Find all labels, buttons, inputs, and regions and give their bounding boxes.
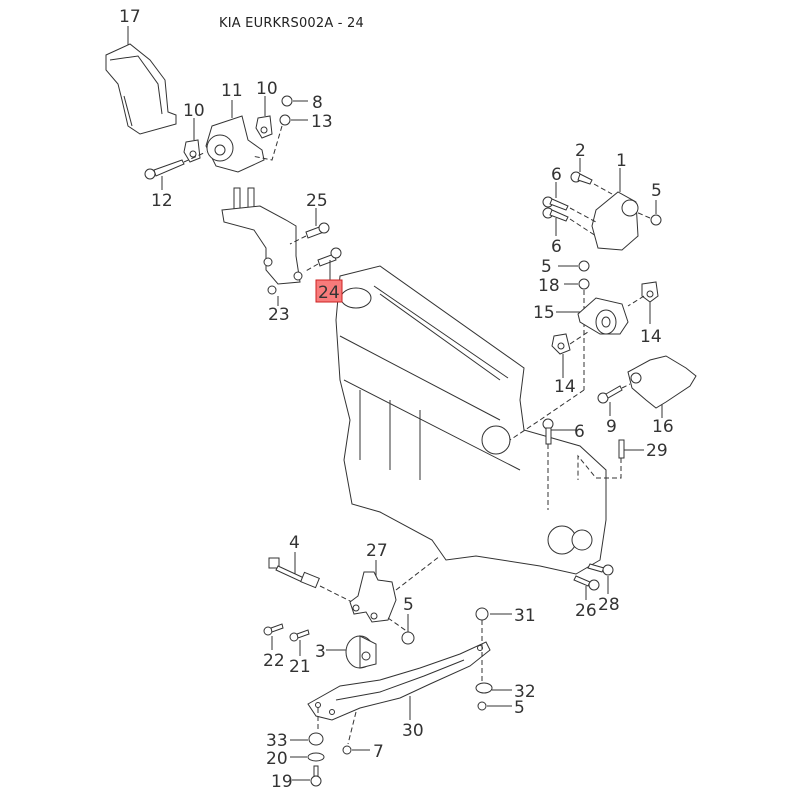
part-12-bolt[interactable] [144, 151, 207, 190]
part-15-mount[interactable] [556, 297, 629, 335]
part-14-washer-left[interactable] [551, 331, 589, 378]
callout-14-left[interactable]: 14 [554, 377, 576, 397]
callout-32[interactable]: 32 [514, 682, 536, 702]
callout-9[interactable]: 9 [606, 417, 617, 437]
part-11-engine-mount[interactable] [205, 100, 265, 173]
callout-16[interactable]: 16 [652, 417, 674, 437]
callout-5-d[interactable]: 5 [514, 698, 525, 718]
callout-17[interactable]: 17 [119, 7, 141, 27]
callout-6-c[interactable]: 6 [574, 422, 585, 442]
callout-10-right[interactable]: 10 [256, 79, 278, 99]
callout-31[interactable]: 31 [514, 606, 536, 626]
part-26-bolt[interactable] [573, 575, 600, 600]
callout-6-upper[interactable]: 6 [551, 165, 562, 185]
part-27-bracket[interactable] [349, 555, 441, 633]
part-33-bushing[interactable] [290, 708, 324, 746]
part-6-bolt-upper[interactable] [542, 182, 597, 223]
callout-33[interactable]: 33 [266, 731, 288, 751]
callout-3[interactable]: 3 [315, 642, 326, 662]
part-31-nut[interactable] [475, 607, 512, 686]
part-23-bracket[interactable] [221, 187, 303, 306]
part-9-bolt[interactable] [597, 383, 631, 416]
callout-29[interactable]: 29 [646, 441, 668, 461]
part-24-bolt[interactable] [303, 247, 342, 280]
part-7-nut[interactable] [342, 711, 370, 755]
callout-7[interactable]: 7 [373, 742, 384, 762]
callout-12[interactable]: 12 [151, 191, 173, 211]
callout-28[interactable]: 28 [598, 595, 620, 615]
part-18-nut[interactable] [509, 278, 590, 441]
part-20-washer[interactable] [290, 752, 325, 762]
part-10-washer-left[interactable] [183, 118, 201, 163]
part-19-bolt[interactable] [292, 765, 322, 787]
callout-20[interactable]: 20 [266, 749, 288, 769]
callout-5-a[interactable]: 5 [651, 181, 662, 201]
part-28-bolt[interactable] [587, 563, 614, 594]
callout-2[interactable]: 2 [575, 141, 586, 161]
callout-1[interactable]: 1 [616, 151, 627, 171]
part-1-mount[interactable] [591, 168, 639, 251]
part-14-washer-right[interactable] [627, 281, 659, 324]
part-17-bracket[interactable] [105, 26, 177, 135]
callout-13[interactable]: 13 [311, 112, 333, 132]
callout-23[interactable]: 23 [268, 305, 290, 325]
callout-6-lower[interactable]: 6 [551, 237, 562, 257]
part-5-nut-a[interactable] [635, 200, 662, 226]
callout-18[interactable]: 18 [538, 276, 560, 296]
part-5-nut-c[interactable] [401, 614, 415, 645]
part-29-stud[interactable] [577, 439, 644, 480]
part-13-nut[interactable] [251, 114, 308, 161]
callout-22[interactable]: 22 [263, 651, 285, 671]
callout-5-c[interactable]: 5 [403, 595, 414, 615]
callout-21[interactable]: 21 [289, 657, 311, 677]
diagram-title: KIA EURKRS002A - 24 [219, 16, 364, 31]
callout-30[interactable]: 30 [402, 721, 424, 741]
callout-14-right[interactable]: 14 [640, 327, 662, 347]
part-4-bolt[interactable] [268, 552, 357, 605]
callout-26[interactable]: 26 [575, 601, 597, 621]
part-2-bolt[interactable] [570, 158, 613, 195]
part-5-nut-b[interactable] [558, 260, 590, 272]
highlight-box-24 [315, 279, 343, 303]
callout-24[interactable]: 24 [318, 283, 340, 303]
part-6-bolt-lower[interactable] [542, 207, 597, 237]
callout-15[interactable]: 15 [533, 303, 555, 323]
callout-10-left[interactable]: 10 [183, 101, 205, 121]
callout-5-b[interactable]: 5 [541, 257, 552, 277]
part-25-bolt[interactable] [289, 208, 330, 245]
part-30-crossmember[interactable] [307, 641, 491, 721]
part-10-washer-right[interactable] [255, 96, 273, 139]
callout-25[interactable]: 25 [306, 191, 328, 211]
part-22-bolt[interactable] [263, 623, 284, 650]
callout-19[interactable]: 19 [271, 772, 293, 792]
callout-27[interactable]: 27 [366, 541, 388, 561]
part-16-bracket[interactable] [627, 355, 697, 418]
callout-4[interactable]: 4 [289, 533, 300, 553]
part-8-nut[interactable] [281, 95, 308, 107]
callout-11[interactable]: 11 [221, 81, 243, 101]
callout-8[interactable]: 8 [312, 93, 323, 113]
part-5-nut-d[interactable] [477, 701, 512, 711]
part-3-mount[interactable] [326, 635, 377, 669]
part-6-bolt-c[interactable] [542, 418, 576, 510]
part-32-bushing[interactable] [475, 682, 512, 694]
part-21-bolt[interactable] [289, 629, 310, 656]
